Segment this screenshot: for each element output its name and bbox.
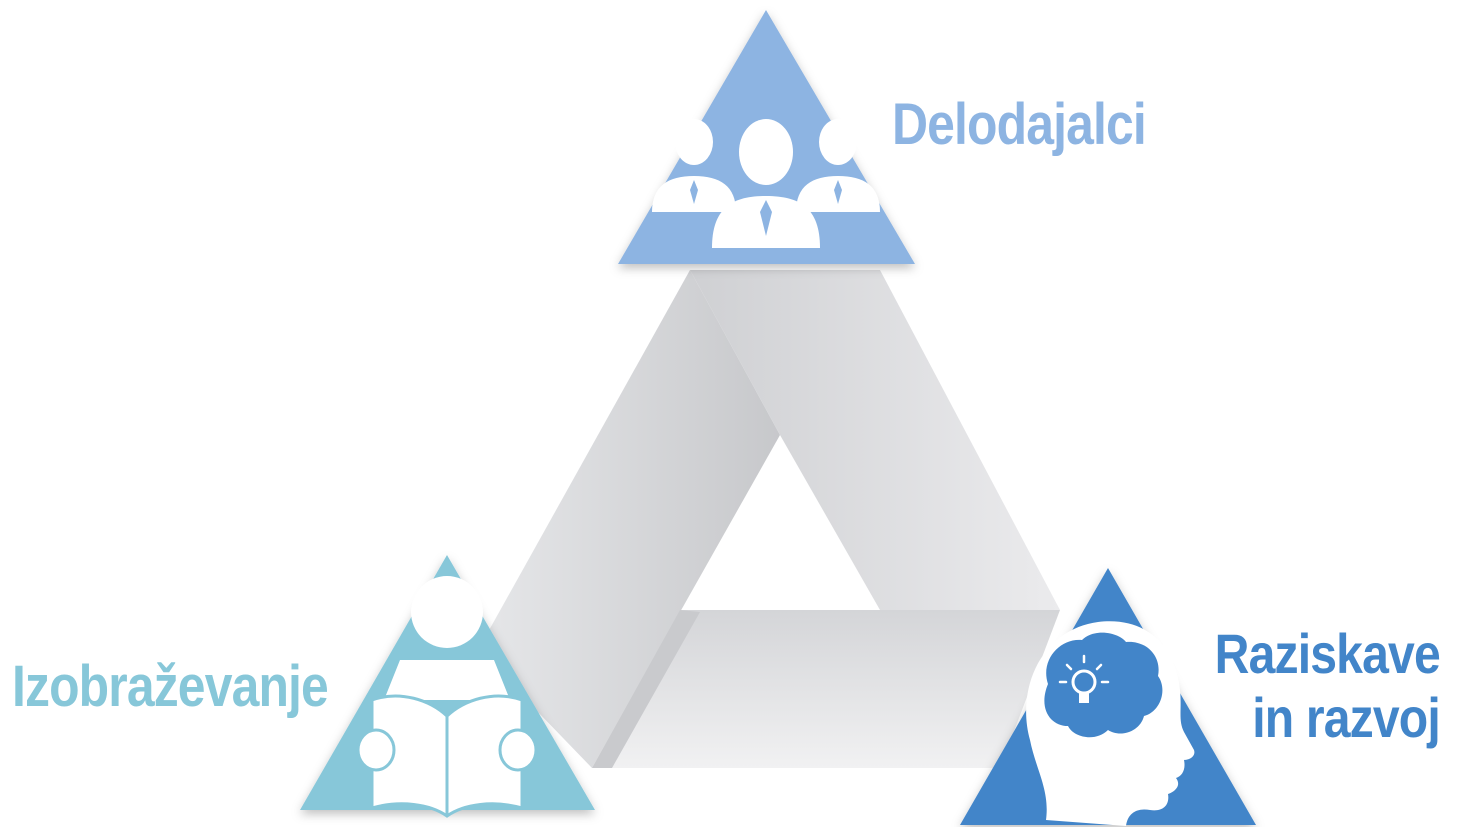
label-employers: Delodajalci bbox=[892, 92, 1147, 157]
band-left bbox=[478, 270, 780, 768]
band-bottom bbox=[592, 610, 1060, 768]
band-bottom-shade bbox=[592, 610, 700, 768]
business-people-icon bbox=[652, 119, 880, 248]
label-research: Raziskave in razvoj bbox=[1214, 622, 1441, 749]
label-education: Izobraževanje bbox=[12, 654, 329, 719]
head-lightbulb-idea-icon bbox=[1026, 621, 1195, 826]
gray-triangle-frame bbox=[478, 270, 1060, 768]
band-right bbox=[690, 270, 1060, 610]
reading-person-icon bbox=[356, 576, 538, 818]
label-research-line2: in razvoj bbox=[1252, 686, 1440, 749]
label-research-line1: Raziskave bbox=[1214, 622, 1441, 685]
